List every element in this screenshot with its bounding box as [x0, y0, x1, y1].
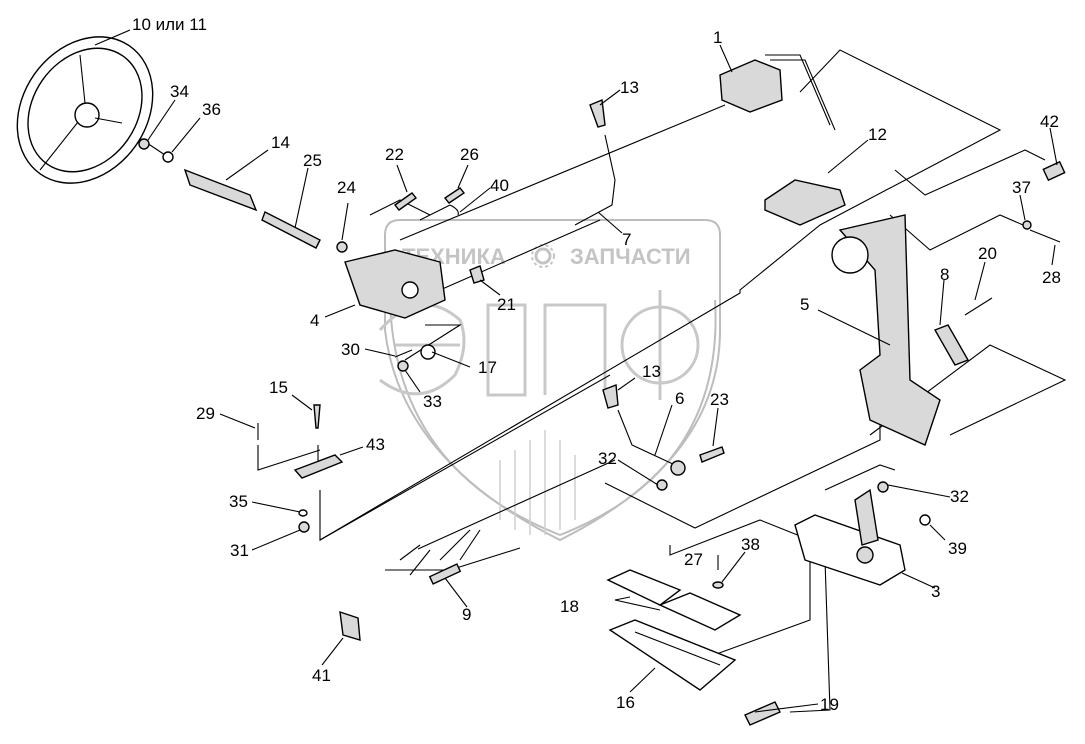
harness-9: [385, 529, 521, 585]
nut-31: [298, 521, 310, 533]
callout-16: 16: [616, 693, 635, 712]
callout-1: 1: [713, 28, 722, 47]
plate-17: [420, 344, 436, 360]
pedal-bracket-3: [794, 488, 906, 586]
callout-39: 39: [948, 539, 967, 558]
callout-36: 36: [202, 100, 221, 119]
callout-7: 7: [622, 230, 631, 249]
steering-wheel: [16, 36, 154, 184]
knob-13a: [589, 98, 606, 128]
callout-18: 18: [560, 597, 579, 616]
switch-43: [293, 445, 344, 479]
plate-21: [469, 265, 485, 284]
callout-27: 27: [684, 550, 703, 569]
nut-24: [336, 241, 348, 253]
knob-13b: [602, 384, 619, 409]
callout-38: 38: [741, 535, 760, 554]
callout-21: 21: [497, 295, 516, 314]
callout-42: 42: [1040, 112, 1059, 131]
callout-25: 25: [303, 151, 322, 170]
watermark-wheat-icon: [499, 430, 576, 535]
cover-plate-16: [608, 619, 737, 691]
callout-33: 33: [423, 392, 442, 411]
callout-22: 22: [385, 145, 404, 164]
callout-32a: 32: [598, 449, 617, 468]
callout-28: 28: [1042, 268, 1061, 287]
callout-23: 23: [710, 390, 729, 409]
callout-41: 41: [312, 666, 331, 685]
bolt-22: [393, 192, 418, 211]
bolt-20: [964, 297, 993, 316]
screw-28: [1029, 229, 1061, 243]
callout-8: 8: [940, 265, 949, 284]
sleeve-14: [183, 168, 258, 212]
bolt-26: [443, 187, 466, 204]
callout-14: 14: [271, 133, 290, 152]
callout-10-11: 10 или 11: [132, 15, 207, 34]
callout-30: 30: [341, 340, 360, 359]
knob-15: [313, 404, 321, 429]
callout-6: 6: [675, 389, 684, 408]
callout-13a: 13: [620, 78, 639, 97]
clip-39: [919, 514, 931, 526]
link-8: [933, 324, 970, 366]
steering-pump-4: [344, 249, 446, 319]
lever-6: [617, 409, 686, 476]
callout-37: 37: [1012, 178, 1031, 197]
callout-20: 20: [978, 244, 997, 263]
callout-4: 4: [310, 311, 319, 330]
washer-36: [162, 151, 174, 163]
callout-12: 12: [868, 125, 887, 144]
callout-15: 15: [269, 378, 288, 397]
column-support-5: [831, 214, 941, 446]
spring-40: [449, 204, 459, 216]
callout-43: 43: [366, 435, 385, 454]
callout-35: 35: [229, 492, 248, 511]
valve-1: [719, 54, 836, 131]
callout-32b: 32: [950, 487, 969, 506]
callout-13b: 13: [642, 362, 661, 381]
pin-23: [699, 446, 725, 463]
washer-35: [298, 509, 308, 517]
callout-17: 17: [478, 358, 497, 377]
bracket-12: [764, 179, 846, 226]
callout-26: 26: [460, 145, 479, 164]
callout-leaders: [94, 29, 1058, 713]
callout-29: 29: [196, 404, 215, 423]
nut-34: [138, 138, 150, 150]
callout-5: 5: [800, 295, 809, 314]
washer-38: [712, 581, 724, 589]
watermark-text-right: ЗАПЧАСТИ: [570, 244, 691, 269]
handle-19: [744, 701, 781, 726]
washer-37: [1022, 220, 1032, 230]
nut-32b: [877, 481, 889, 493]
callout-34: 34: [170, 82, 189, 101]
gear-icon: [531, 244, 555, 268]
callout-labels: 10 или 11 34 36 14 25 24 22 26 40 4 21 7…: [132, 15, 1061, 714]
callout-31: 31: [230, 541, 249, 560]
switch-42: [1042, 160, 1066, 182]
callout-40: 40: [490, 176, 509, 195]
callout-3: 3: [931, 582, 940, 601]
shaft-25: [261, 211, 321, 249]
nut-32a: [656, 479, 668, 491]
screw-30: [394, 349, 413, 358]
nut-33: [397, 360, 409, 372]
callout-9: 9: [462, 605, 471, 624]
callout-24: 24: [337, 178, 356, 197]
relay-41: [339, 610, 361, 641]
callout-19: 19: [820, 695, 839, 714]
lever-7: [574, 134, 616, 226]
assembly-lines: [94, 49, 1067, 713]
gasket-18: [606, 569, 742, 631]
